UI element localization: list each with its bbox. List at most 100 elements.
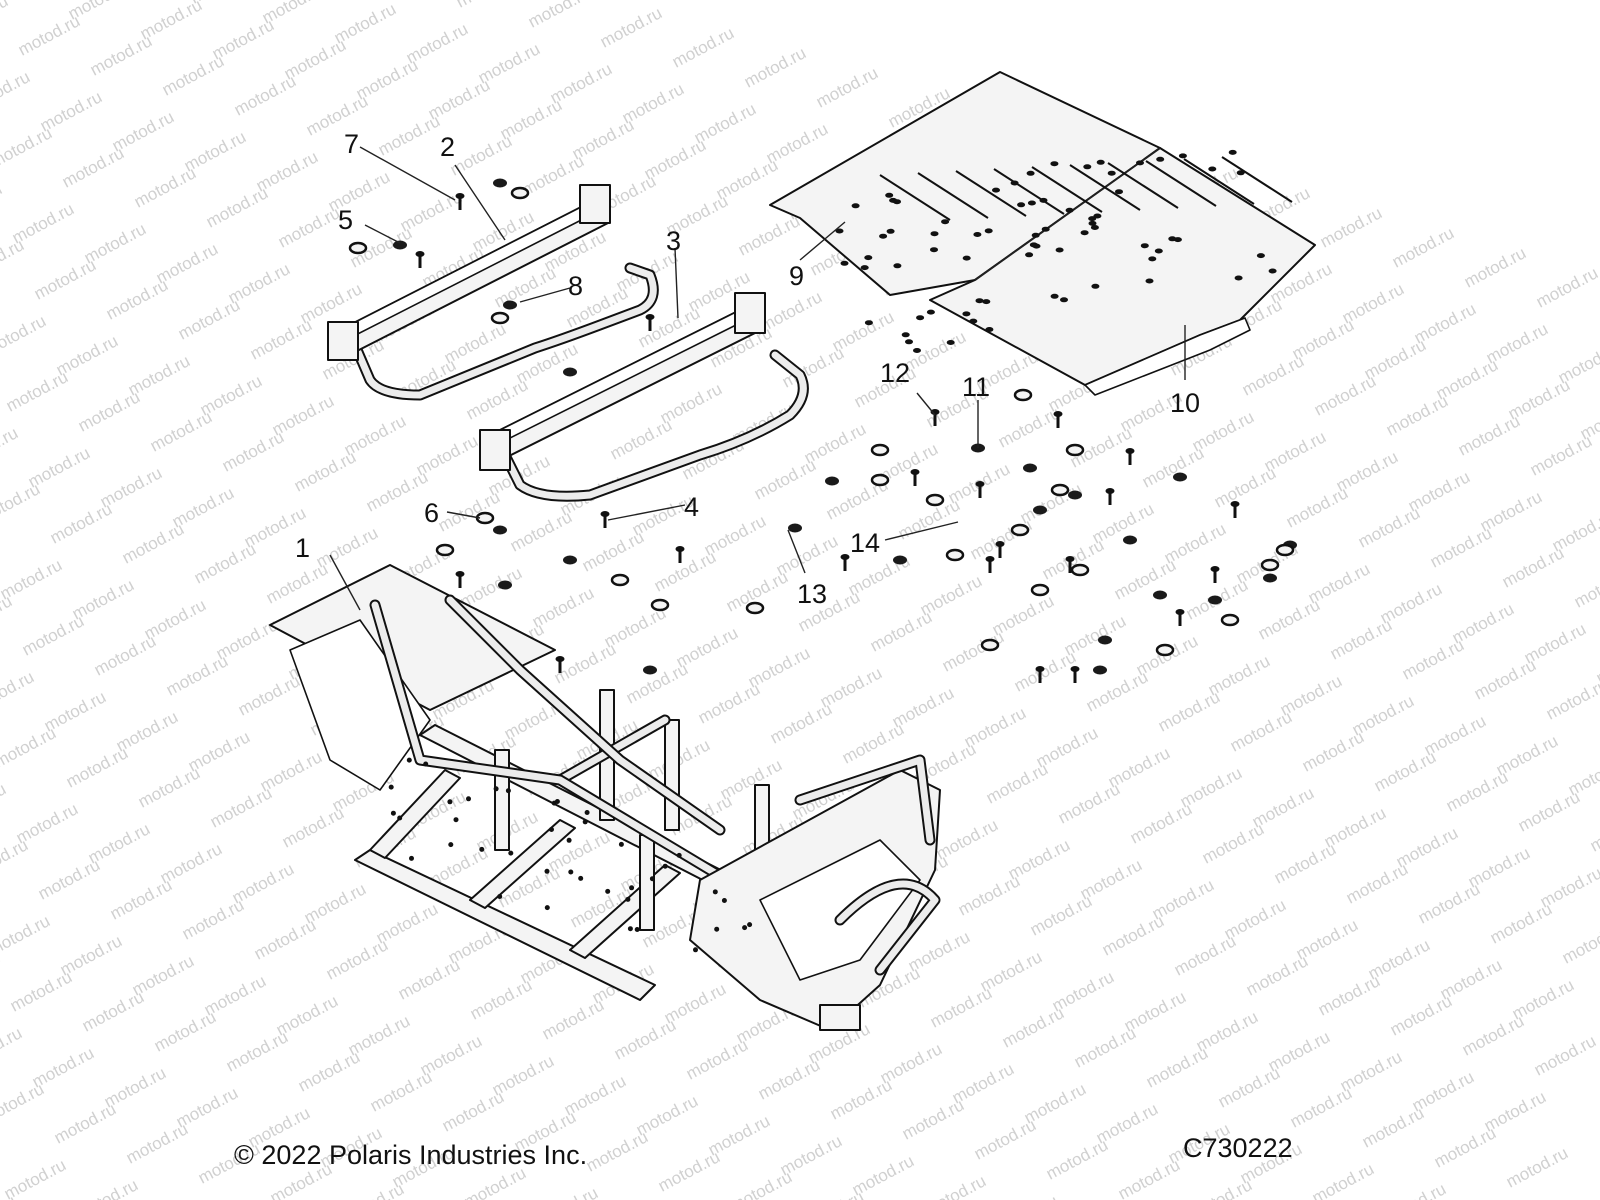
callout-3: 3 xyxy=(666,226,681,256)
frame-hole xyxy=(497,894,503,899)
frame-hole xyxy=(582,819,588,825)
floor-hole xyxy=(1236,170,1245,176)
callout-4: 4 xyxy=(684,492,699,522)
floor-hole xyxy=(1107,170,1116,176)
floor-hole xyxy=(969,318,978,324)
leader-8 xyxy=(519,287,571,303)
nut xyxy=(493,178,507,188)
clip xyxy=(1050,483,1070,497)
frame-hole xyxy=(479,846,485,852)
callout-12: 12 xyxy=(880,358,910,388)
floor-hole xyxy=(962,311,971,317)
floor-hole xyxy=(1228,149,1237,155)
leader-14 xyxy=(884,521,959,541)
floor-hole xyxy=(916,315,925,321)
frame-hole xyxy=(448,842,454,848)
bolt-head xyxy=(910,469,920,475)
bolt-head xyxy=(1105,488,1115,494)
frame-hole xyxy=(625,896,631,902)
frame-rear-hitch xyxy=(819,1004,861,1031)
clip xyxy=(348,241,368,255)
clip xyxy=(870,473,890,487)
bolt-head xyxy=(555,656,565,662)
floor-hole xyxy=(1025,252,1034,258)
frame-hole xyxy=(629,885,635,891)
frame-hole xyxy=(618,841,624,847)
callout-11: 11 xyxy=(962,372,990,402)
floor-hole xyxy=(1090,225,1099,230)
clip xyxy=(925,493,945,507)
floor-hole xyxy=(1234,275,1243,281)
floor-hole xyxy=(905,339,913,345)
frame-hole xyxy=(676,852,682,858)
nut xyxy=(1098,635,1112,645)
floor-hole xyxy=(901,332,910,338)
seat-crossmember-2-top xyxy=(329,204,596,344)
floor-hole xyxy=(930,247,938,253)
bolt-head xyxy=(645,314,655,320)
chassis-frame xyxy=(269,564,941,1031)
leader-lines xyxy=(329,146,1186,611)
floor-rib xyxy=(955,170,1027,217)
nut xyxy=(503,300,517,310)
callout-5: 5 xyxy=(338,205,353,235)
bolt-head xyxy=(455,571,465,577)
floor-hole xyxy=(885,192,894,198)
floor-hole xyxy=(1088,220,1097,226)
bolt-head xyxy=(840,554,850,560)
frame-hole xyxy=(584,810,590,815)
floor-hole xyxy=(941,219,950,225)
clip xyxy=(435,543,455,557)
floor-hole xyxy=(985,327,994,332)
frame-hole xyxy=(662,863,668,869)
leader-2 xyxy=(454,164,506,241)
nut xyxy=(1263,573,1277,583)
frame-hole xyxy=(605,888,611,894)
floor-hole xyxy=(1091,283,1100,289)
frame-hole xyxy=(447,799,453,805)
bolt-head xyxy=(1035,666,1045,672)
floor-rib xyxy=(1107,162,1179,209)
leader-9 xyxy=(799,221,846,261)
frame-post-3 xyxy=(664,719,680,831)
frame-post-5 xyxy=(639,834,655,931)
floor-hole xyxy=(992,187,1000,193)
nut xyxy=(1093,665,1107,675)
floor-rib xyxy=(1145,160,1217,207)
floor-hole xyxy=(886,228,895,234)
nut xyxy=(1023,463,1037,473)
clip xyxy=(1220,613,1240,627)
bolt-head xyxy=(415,251,425,257)
frame-hole xyxy=(568,869,574,875)
floor-rib xyxy=(1221,156,1293,203)
frame-hole xyxy=(453,817,459,823)
bolt-head xyxy=(985,556,995,562)
frame-hole xyxy=(406,757,412,763)
bolt-head xyxy=(1230,501,1240,507)
bolt-head xyxy=(1175,609,1185,615)
clip xyxy=(945,548,965,562)
floor-hole xyxy=(889,197,898,203)
clip xyxy=(1275,543,1295,557)
floor-hole xyxy=(879,233,888,239)
clip xyxy=(745,601,765,615)
floor-hole xyxy=(1026,170,1035,176)
bolt-head xyxy=(455,193,465,199)
seat-bracket-right-3 xyxy=(734,292,766,334)
floor-panel-group xyxy=(769,71,1316,396)
frame-post-1 xyxy=(494,749,510,851)
frame-hole xyxy=(721,898,727,903)
floor-hole xyxy=(1029,242,1038,248)
floor-hole xyxy=(946,340,955,345)
floor-hole xyxy=(1041,226,1050,232)
floor-hole xyxy=(1140,243,1149,249)
frame-hole xyxy=(390,810,396,816)
nut xyxy=(788,523,802,533)
clip xyxy=(1013,388,1033,402)
floor-hole xyxy=(1060,297,1068,303)
floor-hole xyxy=(864,255,873,261)
floor-hole xyxy=(893,263,902,269)
floor-hole xyxy=(851,203,860,209)
clip xyxy=(1070,563,1090,577)
